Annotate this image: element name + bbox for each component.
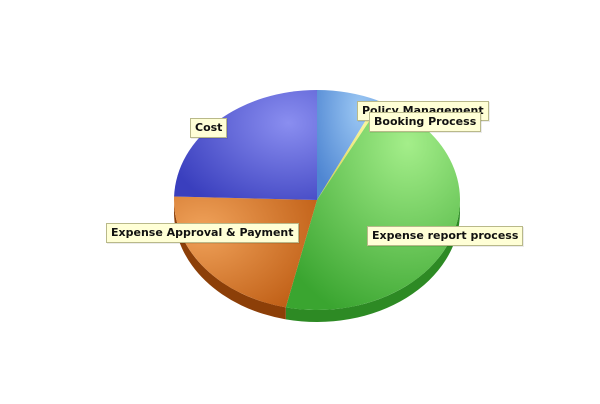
slice-cost[interactable]	[174, 90, 317, 200]
label-booking-process: Booking Process	[369, 112, 482, 132]
label-cost: Cost	[190, 118, 228, 138]
slice-expense-report-process[interactable]	[285, 101, 460, 310]
slice-side-expense-approval-payment	[174, 200, 286, 320]
label-expense-report-process: Expense report process	[367, 226, 524, 246]
slice-booking-process[interactable]	[317, 100, 382, 200]
slice-side-expense-report-process	[285, 200, 460, 322]
label-expense-approval-payment: Expense Approval & Payment	[106, 223, 299, 243]
